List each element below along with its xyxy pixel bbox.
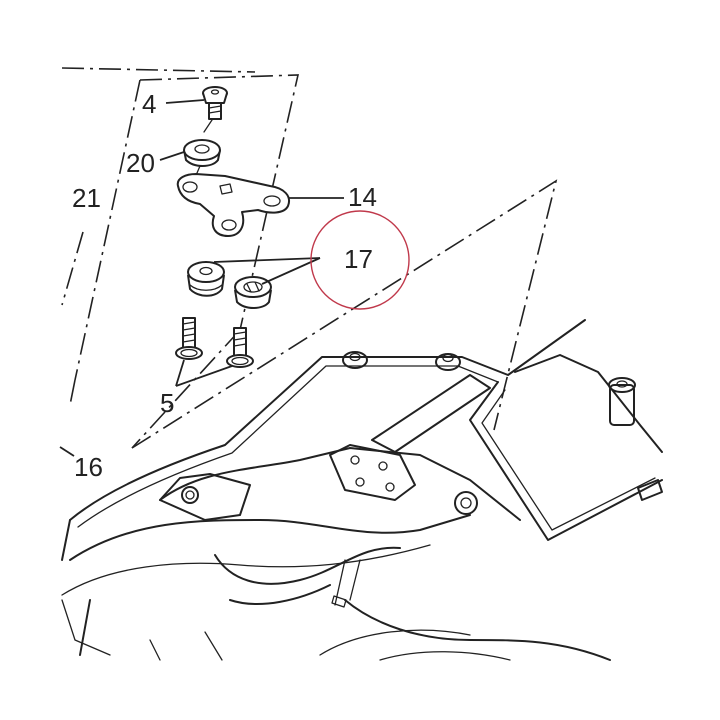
highlight-circle (310, 210, 410, 310)
part-4-screw (202, 86, 228, 120)
boundary-lines (61, 67, 558, 449)
callout-5: 5 (160, 388, 174, 418)
part-20-bushing (183, 139, 221, 167)
callout-14: 14 (348, 182, 377, 212)
callout-21: 21 (72, 183, 101, 213)
part-17-grommet-left (187, 261, 225, 297)
part-5-screw-right (226, 327, 254, 368)
leader-lines (59, 99, 344, 457)
part-14-mounting-plate (176, 173, 290, 237)
callout-16: 16 (74, 452, 103, 482)
callout-4: 4 (142, 89, 156, 119)
callout-20: 20 (126, 148, 155, 178)
part-17-grommet-right (234, 276, 272, 309)
callout-17: 17 (344, 244, 373, 274)
part-5-screw-left (175, 317, 203, 360)
housing-body (61, 319, 663, 661)
